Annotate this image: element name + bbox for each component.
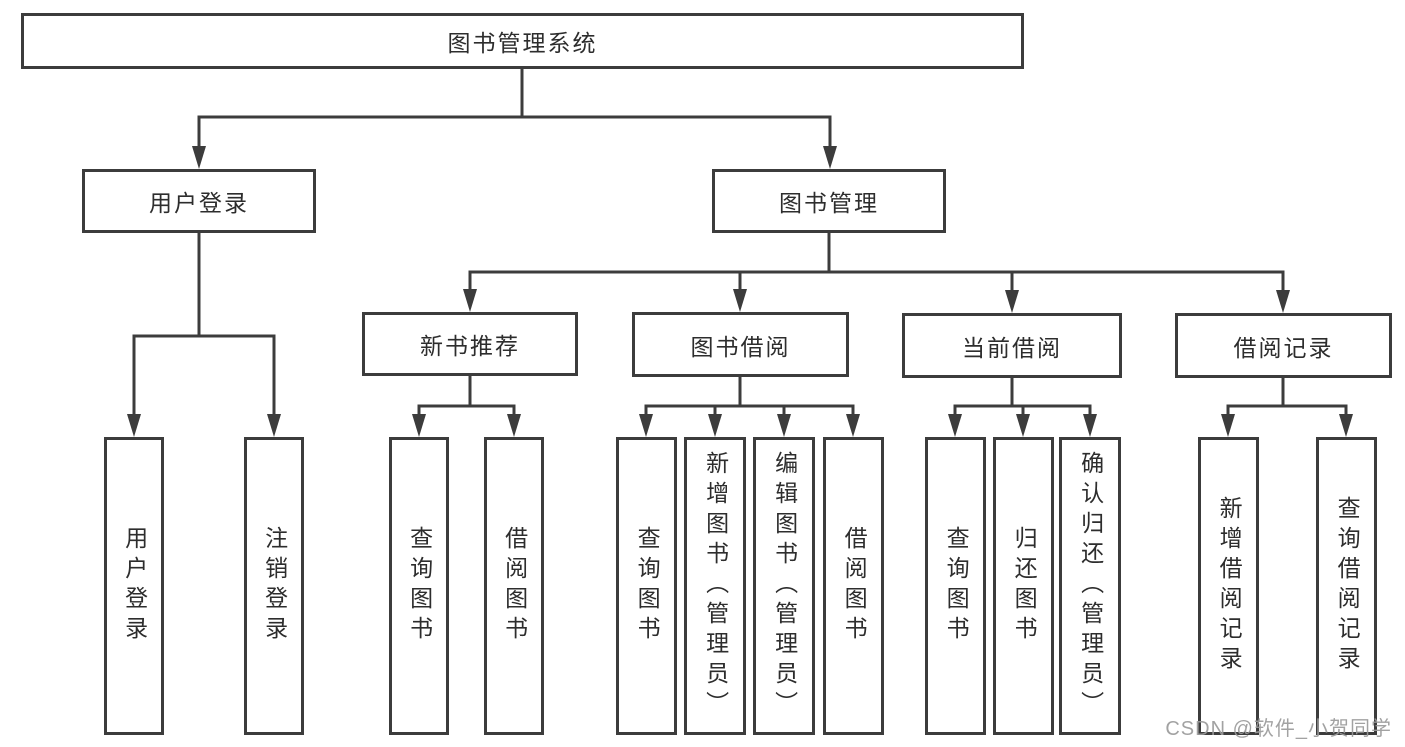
leaf-query-books-recommend-label: 查询图书 bbox=[406, 526, 433, 646]
node-book-borrowing: 图书借阅 bbox=[632, 312, 849, 377]
leaf-query-borrow-record-label: 查询借阅记录 bbox=[1334, 496, 1361, 676]
leaf-return-books: 归还图书 bbox=[993, 437, 1054, 735]
leaf-query-books-current: 查询图书 bbox=[925, 437, 986, 735]
leaf-query-books-borrowing: 查询图书 bbox=[616, 437, 677, 735]
node-new-book-recommendation-label: 新书推荐 bbox=[420, 333, 520, 359]
node-borrowing-records-label: 借阅记录 bbox=[1233, 334, 1334, 361]
leaf-borrow-books-borrowing: 借阅图书 bbox=[823, 437, 884, 735]
node-book-management: 图书管理 bbox=[712, 169, 946, 233]
leaf-add-books-admin-label: 新增图书（管理员） bbox=[702, 451, 729, 721]
leaf-add-borrow-record: 新增借阅记录 bbox=[1198, 437, 1259, 735]
leaf-logout-label: 注销登录 bbox=[261, 526, 288, 646]
leaf-confirm-return-admin-label: 确认归还（管理员） bbox=[1077, 451, 1104, 721]
node-current-borrowing-label: 当前借阅 bbox=[962, 334, 1062, 361]
leaf-return-books-label: 归还图书 bbox=[1011, 526, 1038, 646]
node-root-label: 图书管理系统 bbox=[447, 30, 598, 56]
leaf-edit-books-admin: 编辑图书（管理员） bbox=[753, 437, 815, 735]
node-new-book-recommendation: 新书推荐 bbox=[362, 312, 578, 376]
watermark: CSDN @软件_小贺同学 bbox=[1165, 718, 1392, 740]
leaf-edit-books-admin-label: 编辑图书（管理员） bbox=[771, 451, 798, 721]
node-book-borrowing-label: 图书借阅 bbox=[690, 333, 791, 360]
leaf-add-books-admin: 新增图书（管理员） bbox=[684, 437, 746, 735]
leaf-add-borrow-record-label: 新增借阅记录 bbox=[1216, 496, 1243, 676]
leaf-logout: 注销登录 bbox=[244, 437, 304, 735]
leaf-query-books-recommend: 查询图书 bbox=[389, 437, 449, 735]
node-current-borrowing: 当前借阅 bbox=[902, 313, 1122, 378]
leaf-user-login: 用户登录 bbox=[104, 437, 164, 735]
leaf-confirm-return-admin: 确认归还（管理员） bbox=[1059, 437, 1121, 735]
leaf-borrow-books-recommend: 借阅图书 bbox=[484, 437, 544, 735]
leaf-user-login-label: 用户登录 bbox=[121, 526, 148, 646]
node-user-login: 用户登录 bbox=[82, 169, 316, 233]
leaf-borrow-books-recommend-label: 借阅图书 bbox=[501, 526, 528, 646]
leaf-query-books-borrowing-label: 查询图书 bbox=[634, 526, 661, 646]
node-root: 图书管理系统 bbox=[21, 13, 1024, 69]
node-borrowing-records: 借阅记录 bbox=[1175, 313, 1392, 378]
node-book-management-label: 图书管理 bbox=[779, 190, 879, 216]
node-user-login-label: 用户登录 bbox=[149, 190, 249, 216]
leaf-query-borrow-record: 查询借阅记录 bbox=[1316, 437, 1377, 735]
leaf-borrow-books-borrowing-label: 借阅图书 bbox=[841, 526, 868, 646]
leaf-query-books-current-label: 查询图书 bbox=[943, 526, 970, 646]
